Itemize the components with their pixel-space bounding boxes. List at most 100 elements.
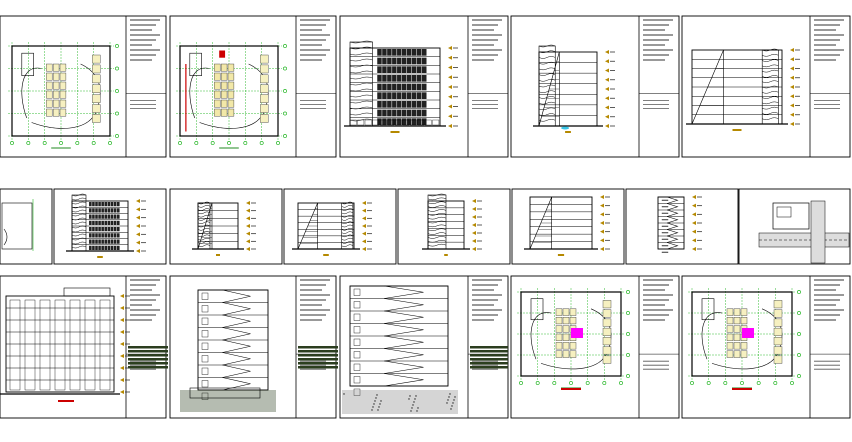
curtain-wall-hatch [538,67,556,71]
parking-stall [569,350,577,358]
building-outline [529,196,593,250]
level-marker-icon [136,215,140,220]
curtain-wall-hatch [762,106,779,110]
curtain-wall-hatch [341,228,354,231]
soil-dot [452,402,454,404]
level-marker-icon [448,104,452,109]
sheet-frame [0,15,167,158]
parking-stall [46,108,53,117]
axis-bubble-icon [773,381,778,385]
sheet-frame [681,275,851,419]
curtain-wall-hatch [762,48,779,52]
parking-stall [569,308,577,316]
curtain-wall-hatch [538,56,556,59]
axis-bubble-icon [797,374,801,378]
axis-bubble-icon [619,381,623,385]
drawing-title-tag [97,256,103,258]
curtain-wall-hatch [762,80,779,83]
parking-stall [773,318,783,327]
base-opening [357,119,365,126]
level-marker-icon [790,66,794,71]
parking-stall [562,325,570,333]
level-markers [472,199,482,251]
curtain-wall-hatch [71,213,87,217]
soil-dot [411,407,413,409]
legend-block [470,362,508,365]
parking-stall [46,81,53,90]
stair-flight [384,323,424,337]
floor-plan [176,42,287,149]
parking-stall [227,90,235,99]
stair-section [657,196,685,253]
parking-stall [59,72,67,81]
drawing-title-tag [323,254,329,256]
curtain-wall-hatch [349,52,373,56]
stair-flight [667,216,679,224]
legend-block [298,350,338,353]
level-marker-icon [136,207,140,212]
curtain-wall-hatch [538,101,556,105]
stair-flight [667,242,679,250]
stair-flight [384,360,424,374]
ramp-curve [530,312,552,360]
parking-stall [214,81,221,90]
soil-dot [414,398,416,400]
level-marker-icon [448,65,452,70]
parking-stall [92,84,101,93]
level-marker-icon [136,249,140,253]
curtain-wall-hatch [71,193,87,197]
window [661,245,669,247]
legend-block [470,354,508,357]
level-marker-icon [600,221,604,225]
level-marker-icon [600,203,604,208]
window [661,219,669,221]
window [661,212,669,214]
curtain-wall-hatch [349,106,373,110]
axis-bubble-icon [797,311,801,315]
level-marker-icon [448,114,452,119]
curtain-wall-hatch [71,201,87,205]
drawing-title-tag [444,254,448,256]
parking-stall [52,90,60,99]
parking-stall [740,342,748,350]
parking-stall [602,318,612,327]
soil-dot [375,397,377,399]
parking-stall [602,300,612,309]
sheet-first-floor-plan [681,275,851,419]
sheet-mini-section-a [511,188,625,265]
axis-bubble-icon [283,111,287,116]
parking-stall [227,108,235,117]
parking-stall [59,81,67,90]
window-column [54,299,66,391]
curtain-wall-hatch [341,237,354,241]
curtain-wall-hatch [197,201,211,205]
level-marker-icon [600,195,604,199]
level-marker-icon [362,224,366,228]
parking-stall [59,63,67,72]
curtain-wall-hatch [538,61,556,65]
legend-block [470,358,508,361]
sheet-side-elevation [510,15,680,158]
curtain-wall-hatch [538,79,556,82]
axis-bubble-icon [569,381,573,385]
service-core [21,52,34,77]
legend-block [470,366,508,369]
level-markers [790,48,800,126]
parking-stall [773,346,783,355]
axis-bubble-icon [115,66,119,71]
sheet-typical-floor-plan [510,275,680,419]
level-marker-icon [136,224,140,228]
window-column [24,299,36,391]
curtain-wall-hatch [71,209,87,213]
stair-flight [667,203,679,211]
window [661,251,669,253]
stair-flight [667,209,679,217]
level-marker-icon [472,207,476,211]
window [201,292,209,300]
level-marker-icon [246,247,250,251]
stair-flight [222,289,251,303]
axis-bubble-icon [243,141,248,145]
curtain-wall-hatch [197,234,211,238]
level-marker-icon [790,75,794,80]
level-marker-icon [136,232,140,237]
